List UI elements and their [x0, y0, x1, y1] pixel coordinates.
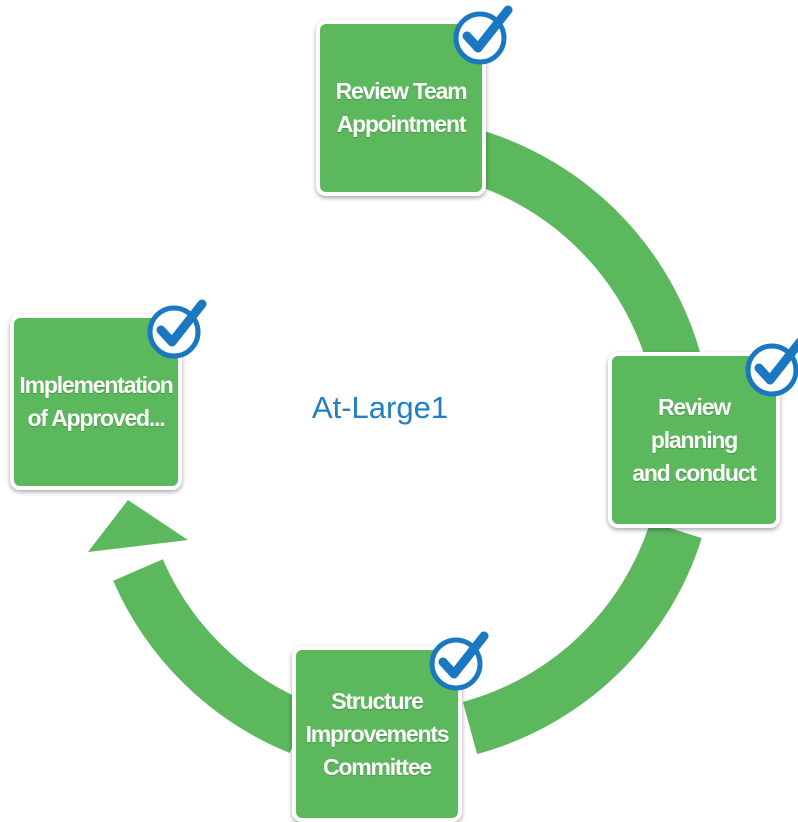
checkmark-circle-icon [147, 299, 207, 359]
cycle-arrow-segment-2 [462, 521, 702, 755]
diagram-title: At-Large1 [311, 390, 449, 425]
checkmark-circle-icon [745, 337, 798, 397]
stage-label: Review planning and conduct [632, 393, 757, 486]
stage-label: Implementation of Approved... [19, 372, 173, 431]
stage-label: Review Team Appointment [335, 78, 468, 137]
cycle-arrowhead [88, 500, 188, 552]
stage-box-structure-improvements-committee[interactable]: Structure Improvements Committee [292, 646, 462, 822]
stage-label: Structure Improvements Committee [305, 687, 450, 780]
checkmark-circle-icon [429, 631, 489, 691]
cycle-arrow-segment-3 [113, 558, 311, 754]
checkmark-circle-icon [453, 5, 513, 65]
cycle-arrow-segment-1 [462, 129, 705, 382]
